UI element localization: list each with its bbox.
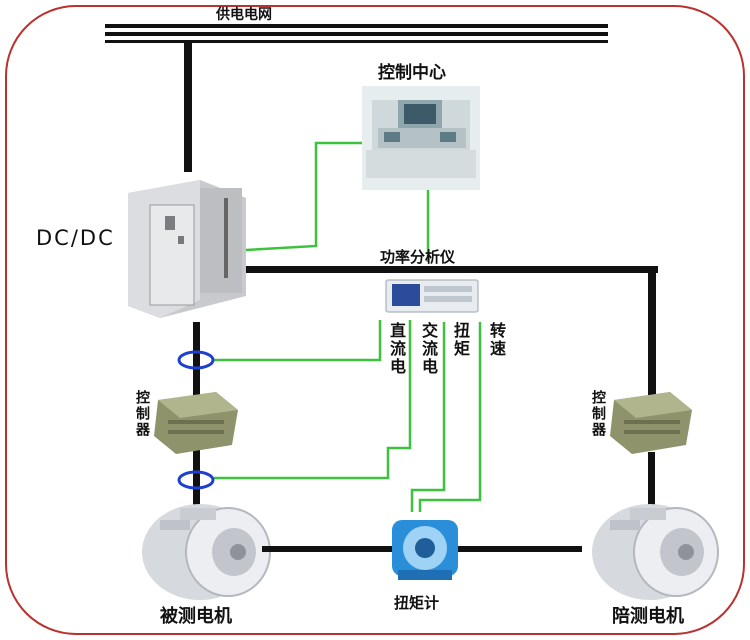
load-motor-device [592, 504, 719, 600]
dc-bus-line [246, 266, 658, 273]
load-controller-out-line [648, 452, 655, 522]
dc-current-sensor-ring [177, 350, 215, 370]
signal-lines [214, 141, 482, 512]
controller-right-device [610, 392, 692, 454]
shaft-right [458, 546, 582, 552]
load-motor-label: 陪测电机 [612, 606, 684, 627]
dcdc-label: DC/DC [36, 226, 115, 250]
ac-current-label: 交流电 [419, 322, 438, 376]
power-analyzer-label: 功率分析仪 [380, 248, 456, 266]
motor-under-test-label: 被测电机 [160, 606, 232, 627]
dc-current-label: 直流电 [387, 322, 406, 376]
power-grid-label: 供电电网 [216, 7, 272, 23]
controller-left-device [154, 392, 238, 454]
ac-out-line [193, 450, 200, 520]
controller-right-label: 控制器 [590, 390, 606, 438]
load-feed-line [648, 266, 656, 396]
motor-under-test-device [142, 504, 271, 600]
control-center-label: 控制中心 [378, 63, 446, 83]
torque-label: 扭矩 [451, 322, 470, 358]
speed-label: 转速 [487, 322, 506, 358]
control-center-console [362, 86, 480, 190]
controller-left-label: 控制器 [134, 390, 150, 438]
power-grid-bus [105, 24, 608, 43]
power-analyzer-device [385, 279, 479, 313]
torque-meter-label: 扭矩计 [394, 594, 440, 612]
torque-meter-device [392, 520, 458, 580]
dcdc-cabinet [128, 180, 246, 318]
grid-feed-line [184, 42, 192, 172]
shaft-left [262, 546, 392, 552]
ac-current-sensor-ring [177, 470, 215, 490]
dc-out-line [193, 322, 200, 402]
